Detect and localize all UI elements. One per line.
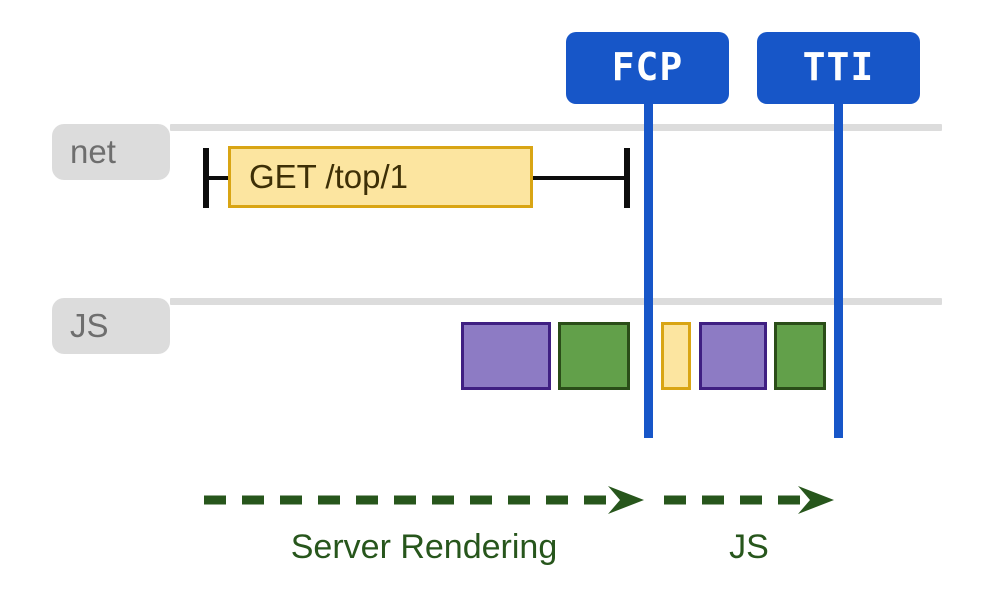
js-task-block-4[interactable] bbox=[699, 322, 767, 390]
row-label-js-text: JS bbox=[70, 307, 109, 344]
phase-caption-js-text: JS bbox=[729, 528, 769, 566]
milestone-fcp-label: FCP bbox=[611, 45, 684, 89]
phase-arrow-server-rendering-head bbox=[608, 486, 644, 514]
milestone-tti-label: TTI bbox=[802, 45, 875, 89]
request-connector-left bbox=[203, 176, 235, 180]
js-task-block-3[interactable] bbox=[661, 322, 691, 390]
phase-caption-server-rendering: Server Rendering bbox=[164, 528, 684, 567]
phase-arrow-js bbox=[664, 486, 834, 514]
js-task-block-1[interactable] bbox=[461, 322, 551, 390]
row-label-js: JS bbox=[52, 298, 170, 354]
phase-caption-server-rendering-text: Server Rendering bbox=[290, 528, 558, 566]
request-end-cap bbox=[624, 148, 630, 208]
milestone-fcp-line bbox=[644, 96, 653, 438]
phase-arrow-js-head bbox=[798, 486, 834, 514]
row-label-net: net bbox=[52, 124, 170, 180]
track-line-net bbox=[170, 124, 942, 131]
request-bar-get-top-1[interactable]: GET /top/1 bbox=[228, 146, 533, 208]
milestone-tti-badge[interactable]: TTI bbox=[757, 32, 920, 104]
row-label-net-text: net bbox=[70, 133, 116, 170]
phase-arrow-server-rendering bbox=[204, 486, 644, 514]
request-start-cap bbox=[203, 148, 209, 208]
request-bar-label: GET /top/1 bbox=[249, 158, 408, 195]
track-line-js bbox=[170, 298, 942, 305]
phase-caption-js: JS bbox=[664, 528, 834, 567]
request-connector-right bbox=[528, 176, 628, 180]
js-task-block-2[interactable] bbox=[558, 322, 630, 390]
js-task-block-5[interactable] bbox=[774, 322, 826, 390]
milestone-tti-line bbox=[834, 96, 843, 438]
milestone-fcp-badge[interactable]: FCP bbox=[566, 32, 729, 104]
